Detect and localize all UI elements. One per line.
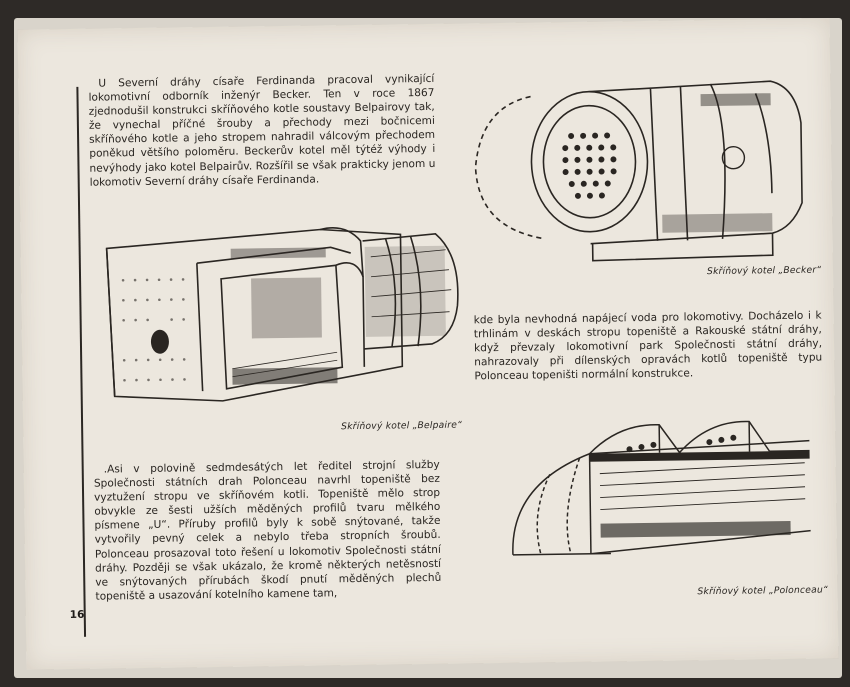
margin-rule <box>76 86 86 637</box>
becker-boiler-illustration <box>474 80 803 262</box>
caption-belpaire: Skříňový kotel „Belpaire“ <box>341 419 463 433</box>
caption-polonceau: Skříňový kotel „Polonceau“ <box>697 584 828 598</box>
belpaire-boiler-illustration <box>105 227 459 402</box>
paragraph-becker: U Severní dráhy císaře Ferdinanda pracov… <box>88 72 436 189</box>
paragraph-polonceau: .Asi v polovině sedmdesátých let ředitel… <box>93 458 442 603</box>
page-number: 16 <box>69 608 85 622</box>
caption-becker: Skříňový kotel „Becker“ <box>706 264 822 278</box>
polonceau-boiler-illustration <box>512 420 811 556</box>
paragraph-continuation: kde byla nevhodná napájecí voda pro loko… <box>473 309 823 383</box>
book-page: U Severní dráhy císaře Ferdinanda pracov… <box>17 18 839 670</box>
